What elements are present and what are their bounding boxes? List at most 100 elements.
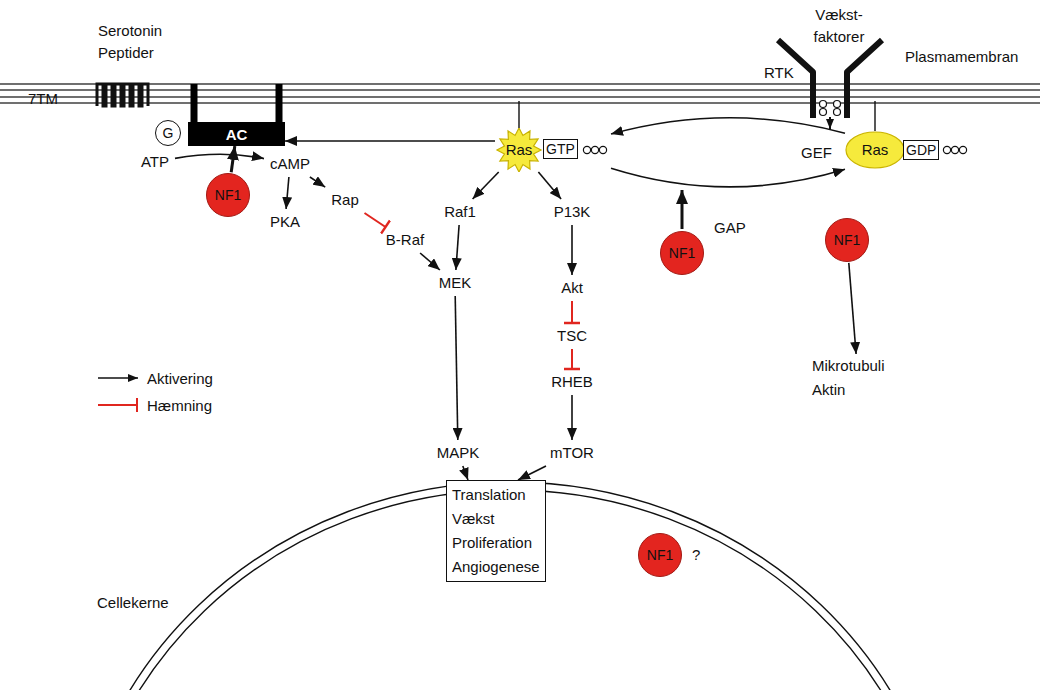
activation-connector — [456, 225, 459, 270]
nf1-circle: NF1 — [638, 533, 682, 577]
activation-connector — [538, 172, 561, 199]
activation-connector — [611, 118, 845, 134]
activation-connector — [473, 172, 499, 199]
outcome-box: TranslationVækstProliferationAngiogenese — [446, 480, 546, 582]
edge-label: GEF — [799, 144, 834, 162]
node-text: MEK — [439, 274, 472, 291]
nf1-circle: NF1 — [206, 173, 250, 217]
lipid-tail — [599, 146, 606, 153]
ras-gtp-shape: RasGTP — [495, 128, 611, 172]
molecule-label: Rap — [328, 190, 362, 210]
g-protein-circle: G — [155, 120, 181, 146]
node-text: Angiogenese — [452, 555, 540, 579]
activation-connector — [310, 177, 325, 187]
node-text: Mikrotubuli Aktin — [812, 354, 904, 402]
membrane-outer-leaflet — [0, 84, 1040, 90]
annotation-label: Cellekerne — [97, 592, 169, 614]
activation-connector — [849, 263, 856, 354]
seven-tm-receptor — [97, 84, 148, 106]
inhibition-connector — [365, 213, 386, 227]
cytoskeleton-target: Mikrotubuli Aktin — [810, 354, 906, 402]
node-text: Translation — [452, 483, 540, 507]
node-text: RHEB — [551, 373, 593, 390]
molecule-label: TSC — [554, 326, 590, 346]
molecule-label: RHEB — [548, 372, 596, 392]
membrane-inner-leaflet — [0, 97, 1040, 103]
annotation-label: Vækst- faktorer — [806, 4, 872, 48]
molecule-label: MEK — [436, 273, 475, 293]
annotation-label: 7TM — [28, 88, 58, 110]
nf1-gap-arrow — [681, 190, 684, 229]
ras-gdp-shape: RasGDP — [845, 130, 971, 170]
node-text: Akt — [561, 279, 583, 296]
molecule-label: Akt — [558, 278, 586, 298]
inhibition-connector — [571, 301, 573, 323]
node-text: Vækst — [452, 507, 540, 531]
activation-connector — [455, 296, 458, 440]
activation-connector — [571, 395, 573, 440]
node-text: G — [163, 125, 174, 141]
legend-text: Hæmning — [147, 395, 212, 417]
molecule-label: PKA — [267, 212, 303, 232]
node-text: Ras — [845, 130, 905, 170]
node-text: Rap — [331, 191, 359, 208]
node-text: NF1 — [834, 232, 860, 248]
node-text: Proliferation — [452, 531, 540, 555]
molecule-label: cAMP — [267, 154, 313, 174]
molecule-label: P13K — [551, 202, 594, 222]
node-text: AC — [226, 126, 248, 143]
molecule-label: Raf1 — [441, 202, 479, 222]
molecule-label: ATP — [138, 152, 172, 172]
node-text: PKA — [270, 213, 300, 230]
nf1-circle: NF1 — [825, 218, 869, 262]
adenylyl-cyclase-box: AC — [188, 122, 285, 146]
activation-connector — [518, 466, 546, 480]
nf1-circle: NF1 — [660, 231, 704, 275]
activation-connector — [463, 466, 468, 480]
activation-connector — [571, 225, 573, 275]
rtk-phosphate — [820, 109, 827, 116]
node-text: NF1 — [669, 245, 695, 261]
node-text: Raf1 — [444, 203, 476, 220]
adenylyl-cyclase-legs — [194, 84, 279, 124]
rtk-phosphate — [834, 109, 841, 116]
activation-connector — [286, 177, 289, 209]
node-text: ATP — [141, 153, 169, 170]
rtk-phosphate — [820, 101, 827, 108]
annotation-label: Peptider — [98, 42, 154, 64]
legend-arrow-sample — [98, 377, 138, 379]
node-text: TSC — [557, 327, 587, 344]
lipid-tail — [943, 146, 950, 153]
node-text: NF1 — [647, 547, 673, 563]
annotation-label: Plasmamembran — [905, 46, 1018, 68]
rtk-receptor — [847, 40, 882, 118]
node-text: GDP — [903, 140, 939, 160]
rtk-phosphate — [834, 101, 841, 108]
node-text: cAMP — [270, 155, 310, 172]
inhibition-connector — [571, 349, 573, 369]
annotation-label: RTK — [764, 62, 794, 84]
annotation-label: Serotonin — [98, 20, 162, 42]
activation-connector — [420, 253, 440, 270]
activation-connector — [611, 168, 845, 187]
ras-anchor — [874, 101, 875, 131]
node-text: B-Raf — [386, 231, 424, 248]
lipid-tail — [583, 146, 590, 153]
edge-label: GAP — [712, 219, 748, 237]
legend-text: Aktivering — [147, 368, 213, 390]
node-text: GTP — [543, 139, 578, 159]
annotation-label: ? — [692, 544, 700, 566]
node-text: mTOR — [550, 444, 594, 461]
activation-connector — [285, 140, 495, 142]
activation-connector — [231, 146, 235, 172]
activation-connector — [175, 154, 264, 158]
legend-inhibition-sample — [98, 398, 137, 412]
node-text: NF1 — [215, 187, 241, 203]
molecule-label: MAPK — [434, 443, 483, 463]
rtk-arrow — [829, 117, 831, 129]
lipid-tail — [591, 146, 598, 153]
ras-anchor — [518, 101, 519, 128]
node-text: P13K — [554, 203, 591, 220]
